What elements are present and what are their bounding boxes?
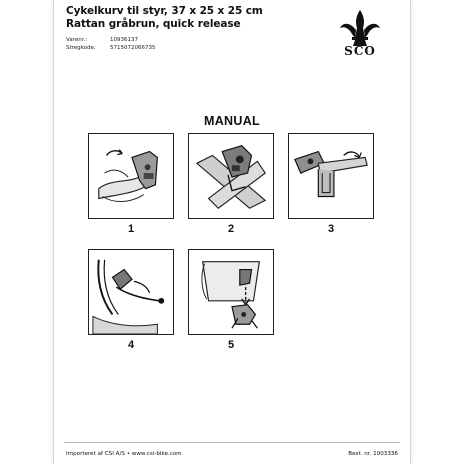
footer-order-number: Best. nr. 1003336 (348, 451, 398, 457)
footer-importer: Importeret af CSI A/S • www.csi-bike.com (66, 451, 182, 457)
step-2-illustration (188, 133, 274, 219)
varenr-value: 10936137 (110, 37, 138, 43)
logo-wordmark: SCO (344, 44, 376, 58)
product-title-line-2: Rattan gråbrun, quick release (66, 18, 241, 30)
step-4-illustration (88, 249, 174, 335)
stregkode-label: Stregkode: (66, 45, 96, 51)
varenr-row: Varenr.: 10936137 (66, 37, 138, 43)
step-1-number: 1 (127, 223, 135, 235)
manual-heading: MANUAL (204, 114, 260, 128)
step-4-number: 4 (127, 339, 135, 351)
stregkode-row: Stregkode: 5715072066735 (66, 45, 156, 51)
product-title-line-1: Cykelkurv til styr, 37 x 25 x 25 cm (66, 5, 263, 17)
footer-divider (64, 442, 400, 443)
fleur-de-lis-icon (340, 10, 380, 46)
step-5-number: 5 (227, 339, 235, 351)
varenr-label: Varenr.: (66, 37, 88, 43)
step-5-illustration (188, 249, 274, 335)
step-2-number: 2 (227, 223, 235, 235)
step-3-illustration (288, 133, 374, 219)
stregkode-value: 5715072066735 (110, 45, 156, 51)
step-1-illustration (88, 133, 174, 219)
manual-page: Cykelkurv til styr, 37 x 25 x 25 cm Ratt… (54, 0, 410, 464)
step-3-number: 3 (327, 223, 335, 235)
